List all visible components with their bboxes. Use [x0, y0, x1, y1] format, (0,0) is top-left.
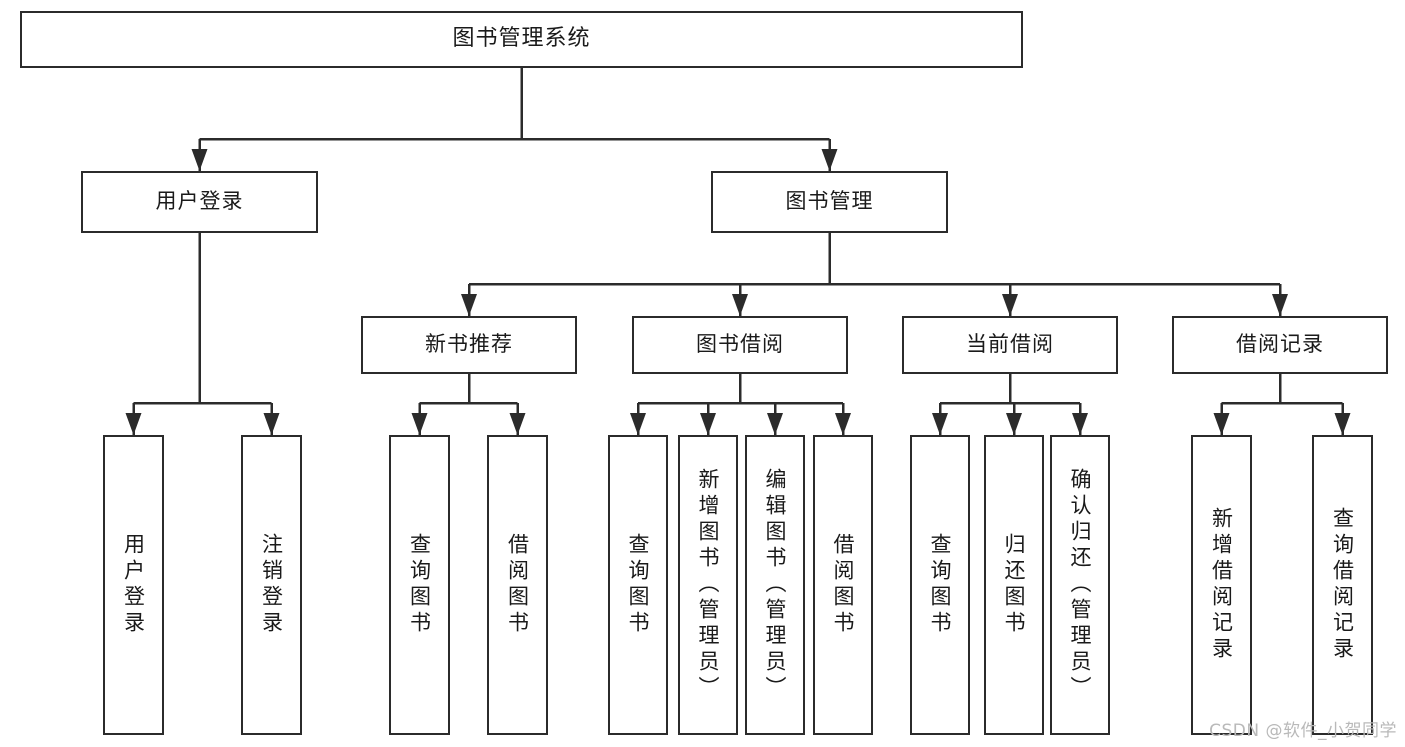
node-label: 图书管理系统: [452, 26, 591, 52]
node-label: 确认归还（管理员）: [1068, 468, 1093, 702]
node-label: 归还图书: [1002, 533, 1027, 637]
leaf-borrow-book[interactable]: 借阅图书: [813, 435, 873, 735]
node-borrow-record[interactable]: 借阅记录: [1172, 316, 1388, 374]
node-label: 新增图书（管理员）: [696, 468, 721, 702]
node-current-borrow[interactable]: 当前借阅: [902, 316, 1118, 374]
node-root[interactable]: 图书管理系统: [20, 11, 1023, 68]
node-label: 查询图书: [626, 533, 651, 637]
node-user-login[interactable]: 用户登录: [81, 171, 318, 233]
leaf-confirm-return-admin[interactable]: 确认归还（管理员）: [1050, 435, 1110, 735]
leaf-logout-login[interactable]: 注销登录: [241, 435, 302, 735]
node-label: 借阅图书: [831, 533, 856, 637]
leaf-query-book-current[interactable]: 查询图书: [910, 435, 970, 735]
leaf-add-borrow-record[interactable]: 新增借阅记录: [1191, 435, 1252, 735]
leaf-edit-book-admin[interactable]: 编辑图书（管理员）: [745, 435, 805, 735]
node-label: 查询借阅记录: [1330, 507, 1355, 663]
node-label: 借阅记录: [1236, 332, 1324, 357]
node-label: 注销登录: [259, 533, 284, 637]
watermark: CSDN @软件_小贺同学: [1209, 721, 1397, 741]
node-label: 新增借阅记录: [1209, 507, 1234, 663]
node-label: 新书推荐: [425, 332, 513, 357]
node-label: 查询图书: [928, 533, 953, 637]
node-book-management[interactable]: 图书管理: [711, 171, 948, 233]
node-label: 当前借阅: [966, 332, 1054, 357]
node-label: 编辑图书（管理员）: [763, 468, 788, 702]
leaf-query-borrow-record[interactable]: 查询借阅记录: [1312, 435, 1373, 735]
node-label: 图书借阅: [696, 332, 784, 357]
node-book-borrow[interactable]: 图书借阅: [632, 316, 848, 374]
leaf-user-login[interactable]: 用户登录: [103, 435, 164, 735]
leaf-query-book-borrow[interactable]: 查询图书: [608, 435, 668, 735]
node-label: 用户登录: [155, 189, 244, 214]
leaf-add-book-admin[interactable]: 新增图书（管理员）: [678, 435, 738, 735]
node-label: 图书管理: [785, 189, 874, 214]
leaf-query-book-recommend[interactable]: 查询图书: [389, 435, 450, 735]
leaf-borrow-book-recommend[interactable]: 借阅图书: [487, 435, 548, 735]
node-label: 查询图书: [407, 533, 432, 637]
node-label: 借阅图书: [505, 533, 530, 637]
leaf-return-book[interactable]: 归还图书: [984, 435, 1044, 735]
node-label: 用户登录: [121, 533, 146, 637]
node-new-book-recommend[interactable]: 新书推荐: [361, 316, 577, 374]
